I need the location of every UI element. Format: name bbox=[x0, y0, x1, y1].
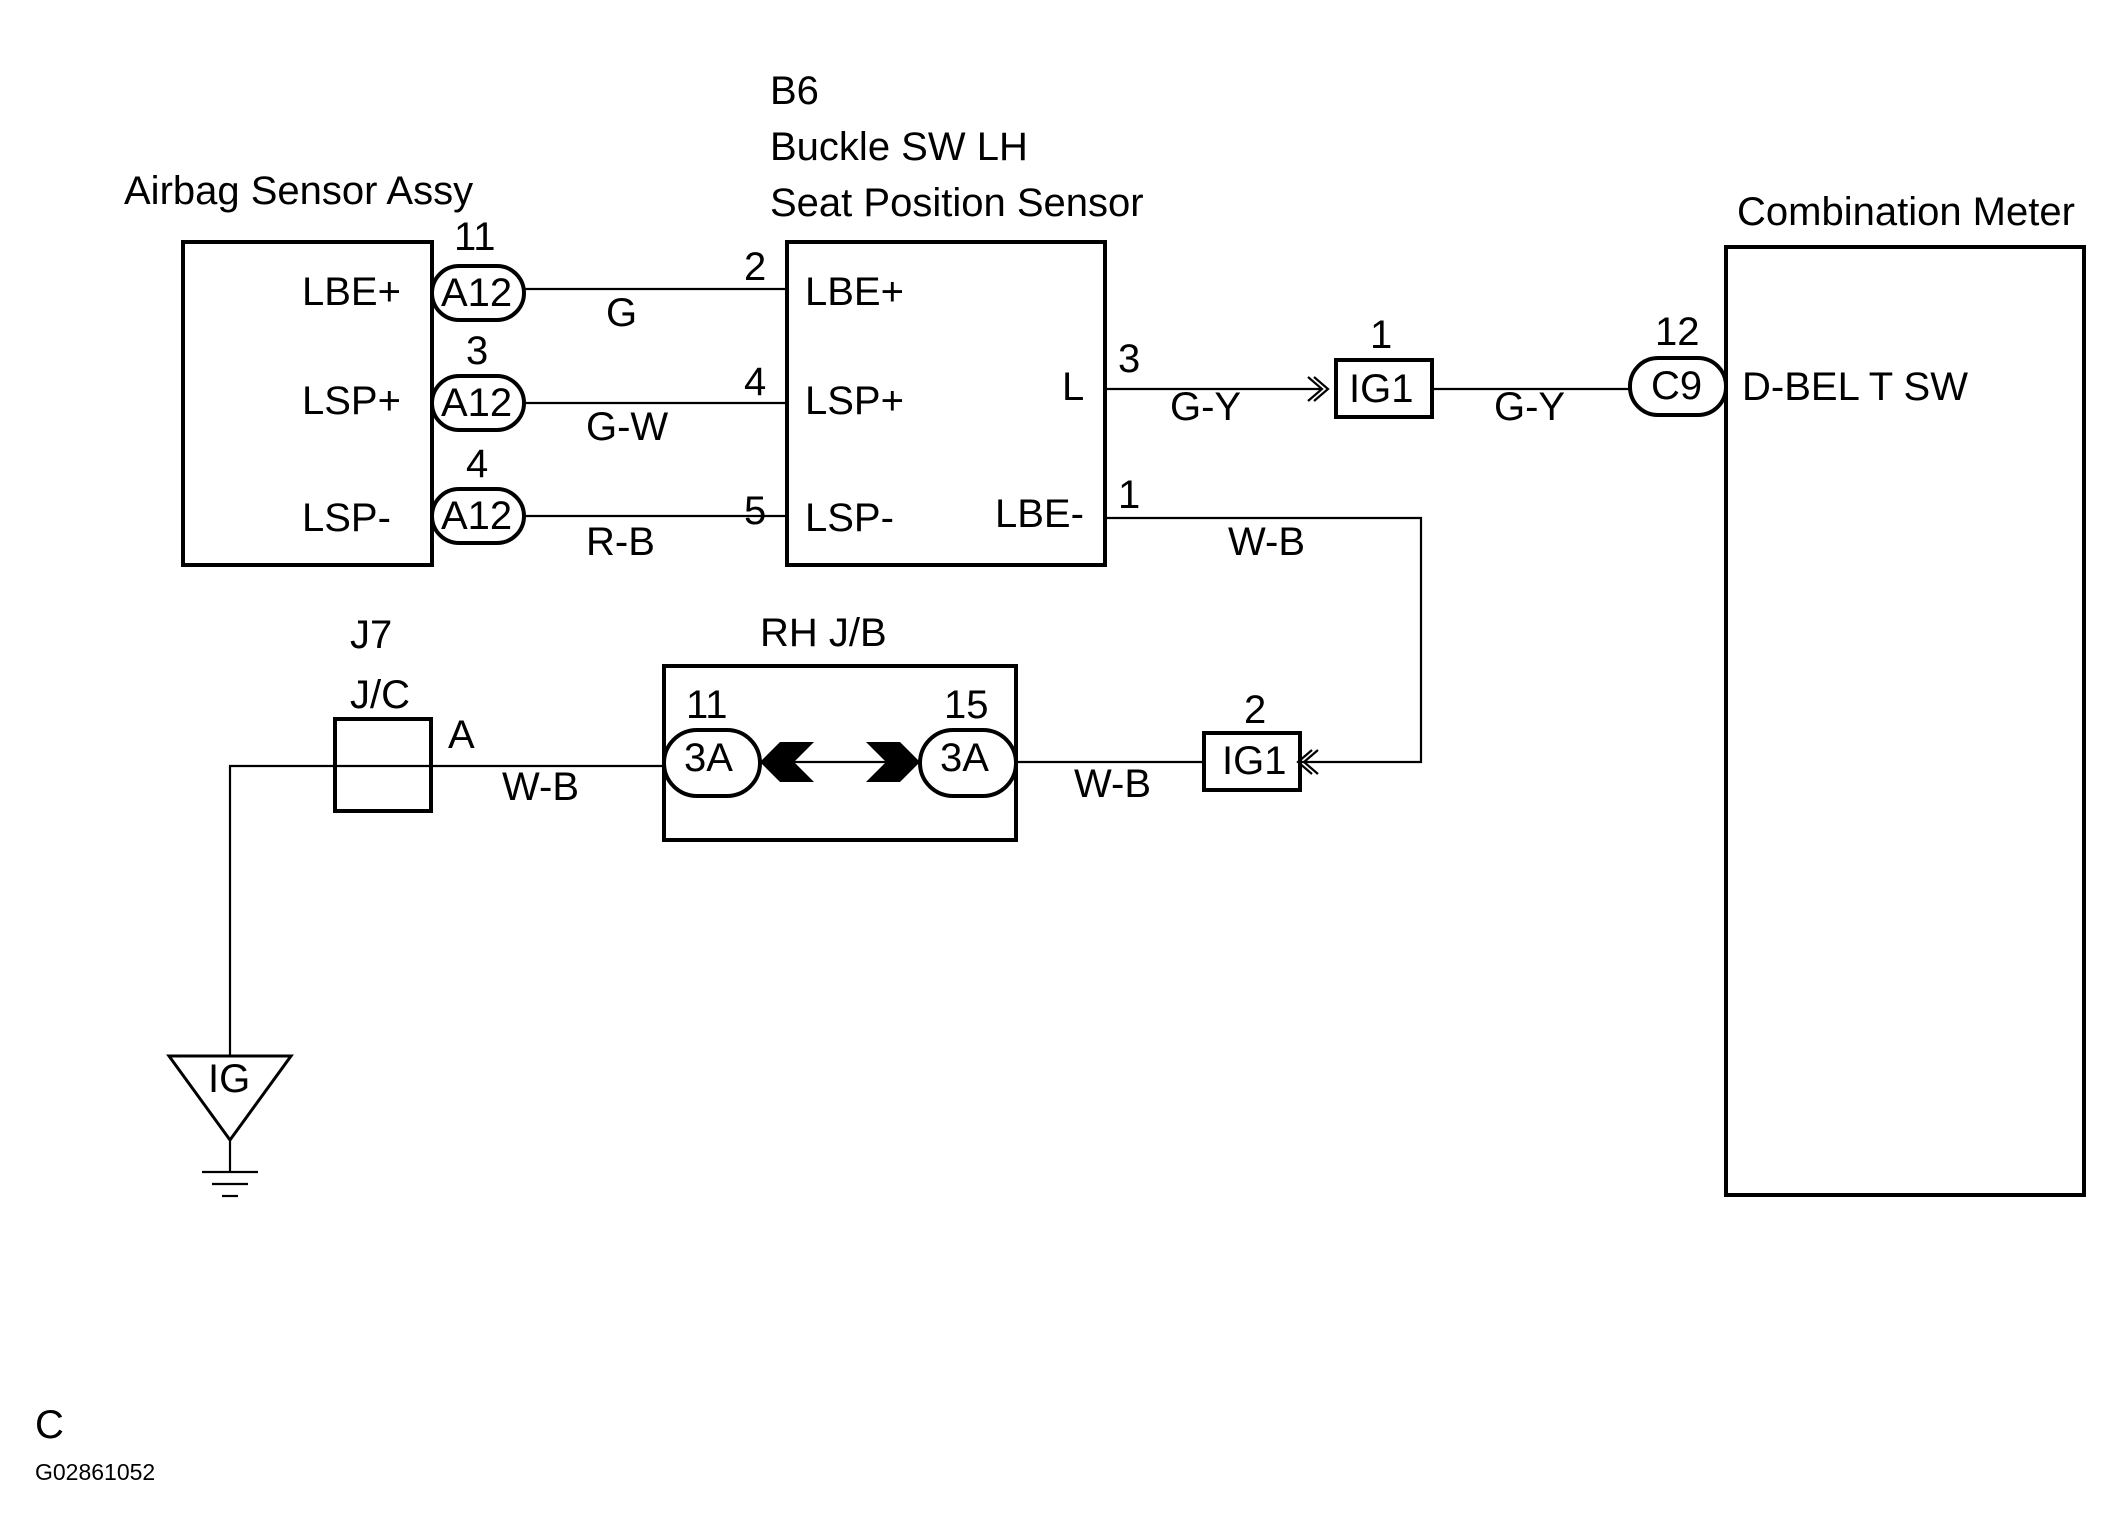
section-label: C bbox=[35, 1403, 64, 1447]
meter-title: Combination Meter bbox=[1737, 190, 2075, 234]
connector-3a-right bbox=[918, 728, 1018, 798]
wires-ground-return: W-B 2 IG1 W-B bbox=[1013, 516, 1423, 806]
rh-jb-pin-15: 15 bbox=[944, 683, 989, 727]
buckle-pin-lsp-plus: LSP+ bbox=[805, 379, 904, 423]
connector-label: A12 bbox=[441, 494, 512, 538]
pin-number: 3 bbox=[466, 329, 488, 373]
buckle-pin-number-1: 1 bbox=[1118, 473, 1140, 517]
meter-box bbox=[1724, 245, 2086, 1197]
ground-triangle-icon bbox=[166, 1054, 294, 1143]
buckle-pin-number-2: 2 bbox=[744, 245, 766, 289]
ground-label: IG bbox=[208, 1057, 250, 1101]
wire-color-l-to-ig1: G-Y bbox=[1170, 385, 1241, 429]
connector-a12-pin-11: 11 A12 bbox=[430, 215, 526, 322]
buckle-title-line2: Seat Position Sensor bbox=[770, 181, 1144, 225]
chevron-right-icon bbox=[866, 742, 920, 782]
connector-label: IG1 bbox=[1222, 739, 1286, 783]
airbag-pin-lbe-plus: LBE+ bbox=[302, 270, 401, 314]
rh-junction-block: RH J/B 11 15 3A 3A bbox=[662, 611, 1018, 842]
buckle-pin-l: L bbox=[1062, 365, 1084, 409]
connector-label: IG1 bbox=[1349, 367, 1413, 411]
buckle-pin-number-5: 5 bbox=[744, 489, 766, 533]
junction-connector-j7: J7 J/C A W-B bbox=[228, 613, 664, 1062]
buckle-box bbox=[785, 240, 1107, 567]
jc-code: J7 bbox=[350, 613, 392, 657]
airbag-pin-lsp-plus: LSP+ bbox=[302, 379, 401, 423]
wire-color-lbe: G bbox=[606, 291, 637, 335]
connector-a12-pin-4: 4 A12 bbox=[430, 442, 526, 545]
connector-a12-pin-3: 3 A12 bbox=[430, 329, 526, 432]
wires-meter-signal: G-Y 1 IG1 G-Y 12 C9 bbox=[1105, 310, 1728, 429]
buckle-pin-number-4: 4 bbox=[744, 360, 766, 404]
arrow-in-icon bbox=[1302, 749, 1319, 775]
wire-lbe-minus-return bbox=[1105, 516, 1423, 764]
connector-label: 3A bbox=[684, 736, 733, 780]
connector-ig1-pin-2: 2 IG1 bbox=[1202, 688, 1302, 792]
connector-label: 3A bbox=[940, 736, 989, 780]
wire-color-lsp-minus: R-B bbox=[586, 520, 655, 564]
connector-label: C9 bbox=[1651, 364, 1702, 408]
pin-number: 12 bbox=[1655, 310, 1700, 354]
buckle-pin-number-3: 3 bbox=[1118, 337, 1140, 381]
wire-jc-to-jb bbox=[228, 764, 664, 1062]
wire-color-ig1-to-jb: W-B bbox=[1074, 762, 1151, 806]
buckle-pin-lsp-minus: LSP- bbox=[805, 496, 894, 540]
wire-color-lsp-plus: G-W bbox=[586, 405, 668, 449]
buckle-title-line1: Buckle SW LH bbox=[770, 125, 1028, 169]
airbag-sensor-assy: Airbag Sensor Assy LBE+ LSP+ LSP- 11 A12… bbox=[124, 169, 526, 567]
ground-point: IG bbox=[166, 1054, 294, 1198]
connector-oval bbox=[430, 264, 526, 322]
connector-ig1-pin-1: 1 IG1 bbox=[1334, 313, 1434, 419]
jc-pin-a: A bbox=[448, 713, 475, 757]
wire-color-jc-to-jb: W-B bbox=[502, 765, 579, 809]
pin-number: 1 bbox=[1370, 313, 1392, 357]
wire-color-lbe-minus-return: W-B bbox=[1228, 520, 1305, 564]
footer: C G02861052 bbox=[35, 1403, 155, 1485]
meter-pin-label: D-BEL T SW bbox=[1742, 365, 1968, 409]
pin-number: 11 bbox=[454, 215, 496, 259]
buckle-code: B6 bbox=[770, 69, 819, 113]
connector-label: A12 bbox=[441, 381, 512, 425]
jc-title: J/C bbox=[350, 673, 410, 717]
rh-jb-title: RH J/B bbox=[760, 611, 887, 655]
buckle-pin-lbe-minus: LBE- bbox=[995, 492, 1084, 536]
pin-number: 4 bbox=[466, 442, 488, 486]
rh-jb-pin-11: 11 bbox=[686, 683, 728, 727]
buckle-pin-lbe-plus: LBE+ bbox=[805, 270, 904, 314]
arrow-in-icon bbox=[1307, 376, 1324, 402]
airbag-pin-lsp-minus: LSP- bbox=[302, 496, 391, 540]
chevron-left-icon bbox=[760, 742, 814, 782]
connector-3a-left bbox=[662, 728, 762, 798]
connector-label: A12 bbox=[441, 271, 512, 315]
wires-left: G G-W R-B bbox=[524, 287, 787, 564]
combination-meter: Combination Meter D-BEL T SW bbox=[1724, 190, 2086, 1197]
figure-id: G02861052 bbox=[35, 1459, 155, 1485]
wire-color-ig1-to-meter: G-Y bbox=[1494, 385, 1565, 429]
pin-number: 2 bbox=[1244, 688, 1266, 732]
arrow-in-icon bbox=[1313, 376, 1330, 402]
connector-c9-pin-12: 12 C9 bbox=[1628, 310, 1728, 417]
airbag-sensor-title: Airbag Sensor Assy bbox=[124, 169, 473, 213]
buckle-switch: B6 Buckle SW LH Seat Position Sensor 2 4… bbox=[744, 69, 1144, 567]
